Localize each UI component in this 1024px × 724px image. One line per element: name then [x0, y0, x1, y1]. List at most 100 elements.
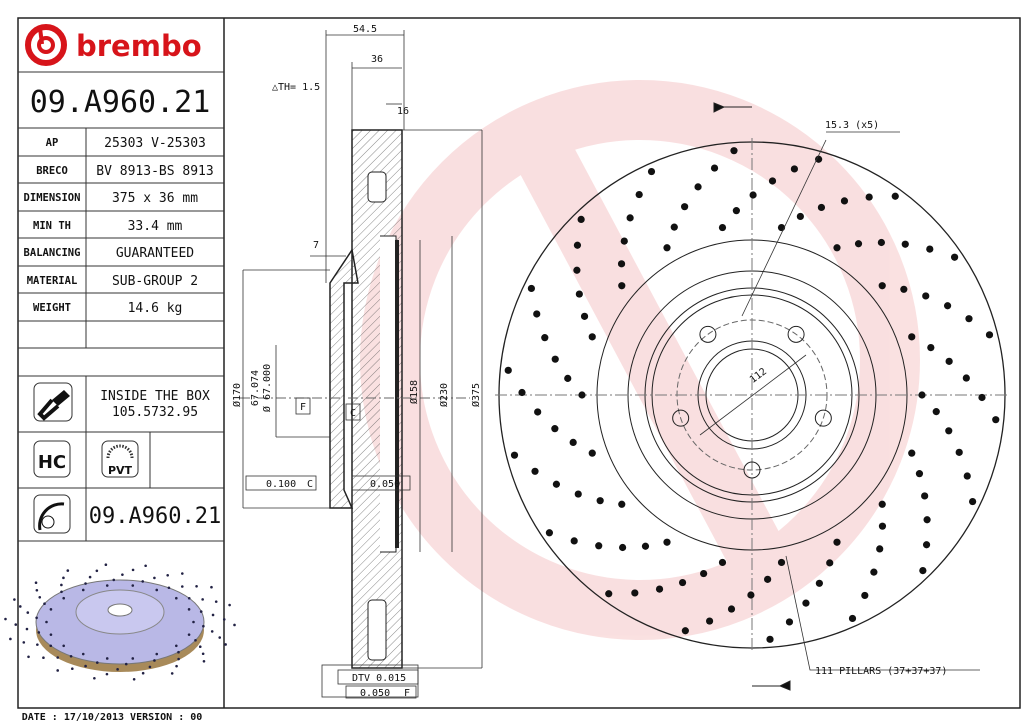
drilled-hole	[596, 497, 604, 505]
render-dot	[69, 654, 73, 658]
spec-value: GUARANTEED	[116, 246, 194, 261]
drilled-hole	[710, 164, 719, 172]
bolt-hole	[743, 461, 761, 479]
drilled-hole	[815, 579, 823, 587]
render-dot	[175, 644, 178, 648]
drilled-hole	[854, 240, 863, 248]
drilled-hole	[551, 355, 559, 363]
render-dot	[36, 643, 39, 646]
drilled-hole	[635, 190, 643, 199]
drilled-hole	[969, 497, 977, 506]
tol-parallel: 0.100	[266, 479, 296, 490]
disc-part-number: 09.A960.21	[89, 504, 221, 529]
drilled-hole	[878, 522, 887, 530]
render-dot	[25, 627, 29, 631]
drilled-hole	[531, 467, 539, 475]
render-dot	[49, 608, 53, 611]
render-dot	[224, 643, 227, 646]
render-dot	[116, 668, 119, 671]
spec-value: 14.6 kg	[128, 301, 183, 316]
render-dot	[201, 652, 205, 656]
render-dot	[95, 661, 99, 664]
bolt-hole	[814, 409, 832, 427]
drilled-hole	[588, 449, 596, 457]
spec-label: MATERIAL	[27, 275, 78, 287]
drilled-hole	[876, 545, 884, 553]
drilled-hole	[955, 448, 963, 456]
dim-pcd: 112	[748, 366, 769, 386]
render-dot	[202, 660, 206, 663]
drilled-hole	[878, 500, 886, 508]
hc-badge: HC	[33, 440, 71, 478]
drilled-hole	[570, 537, 578, 545]
drilled-hole	[700, 569, 708, 578]
drilled-hole	[620, 237, 628, 245]
drilled-hole	[663, 244, 671, 252]
drilled-hole	[764, 575, 772, 583]
cross-section	[240, 129, 470, 669]
render-dot	[148, 665, 152, 669]
disc-render	[4, 563, 236, 681]
render-dot	[214, 600, 218, 603]
spec-label: MIN TH	[33, 220, 71, 232]
dim-th: △TH= 1.5	[272, 82, 320, 93]
drilled-hole	[564, 374, 572, 382]
render-dot	[198, 645, 202, 649]
drilled-hole	[985, 331, 994, 339]
render-dot	[121, 573, 124, 576]
dim-16: 16	[397, 106, 409, 117]
drilled-hole	[768, 177, 777, 185]
render-dot	[22, 641, 26, 644]
render-dot	[26, 611, 30, 614]
drilled-hole	[802, 599, 810, 607]
dim-bolt-holes: 15.3 (x5)	[825, 120, 879, 131]
render-dot	[187, 633, 191, 636]
drilled-hole	[777, 558, 786, 567]
drilled-hole	[730, 147, 738, 155]
drilled-hole	[878, 282, 886, 290]
drilled-hole	[577, 215, 585, 224]
drilled-hole	[790, 165, 799, 173]
spec-label: BRECO	[36, 165, 68, 177]
render-dot	[56, 669, 59, 672]
drilled-hole	[833, 244, 841, 252]
drilled-hole	[815, 155, 823, 163]
drilled-hole	[877, 238, 885, 247]
drilled-hole	[541, 334, 549, 342]
dim-7: 7	[313, 240, 319, 251]
drilled-hole	[518, 388, 526, 397]
drilled-hole	[626, 214, 634, 222]
drilled-hole	[923, 516, 931, 524]
render-dot	[112, 578, 116, 582]
render-dot	[131, 568, 135, 572]
drilled-hole	[573, 241, 582, 249]
render-dot	[187, 608, 191, 611]
drilled-hole	[718, 223, 727, 232]
dim-d158: Ø158	[408, 380, 420, 404]
drilled-hole	[574, 490, 582, 498]
svg-text:PVT: PVT	[108, 464, 133, 477]
tol-parallel-ref: C	[307, 479, 313, 490]
drilled-hole	[580, 312, 589, 320]
drilled-hole	[927, 344, 935, 352]
render-dot	[62, 644, 65, 648]
spec-label: BALANCING	[24, 247, 81, 259]
dim-d67-min: Ø 67.000	[261, 364, 273, 412]
drilled-hole	[747, 591, 755, 599]
drilled-hole	[796, 212, 804, 221]
spec-value: 375 x 36 mm	[112, 191, 198, 206]
dim-36: 36	[371, 54, 383, 65]
dimension-lines	[242, 30, 483, 699]
render-dot	[153, 576, 156, 580]
drilled-hole	[901, 240, 909, 248]
bolt-hole	[672, 409, 690, 427]
drilled-hole	[705, 617, 714, 625]
drilled-hole	[575, 290, 583, 298]
drilled-hole	[663, 538, 671, 546]
render-dot	[27, 655, 30, 659]
render-dot	[84, 664, 87, 668]
drilled-hole	[551, 425, 559, 433]
tol-runout-ref: F	[404, 688, 410, 699]
render-dot	[35, 588, 39, 592]
